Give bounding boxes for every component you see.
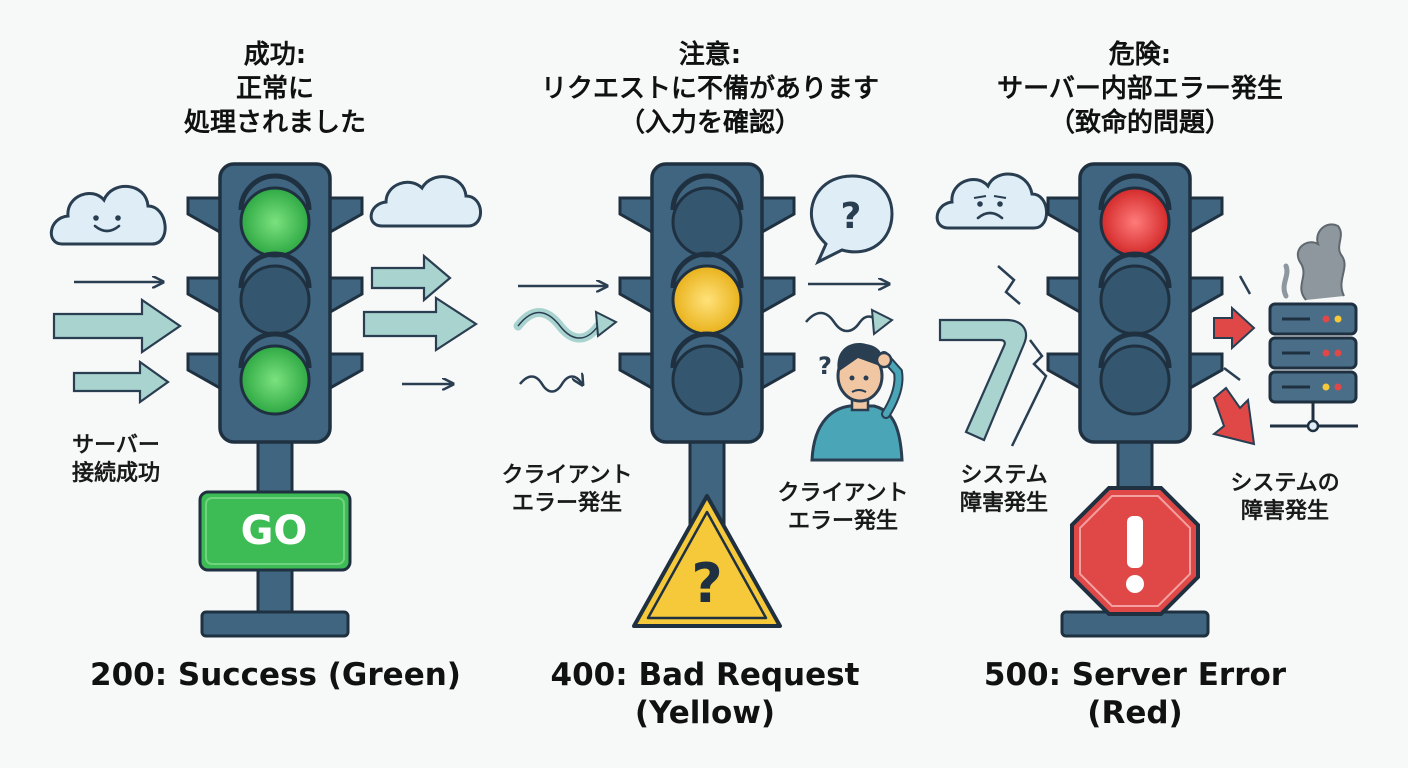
red-lamp [1099,186,1171,258]
server-error-caption: 500: Server Error (Red) [983,657,1287,731]
lamp-middle-off [1099,264,1171,336]
system-failure-label-right: システムの 障害発生 [1230,471,1340,524]
broken-arrow [938,265,1048,447]
cloud-icon [369,175,482,228]
incoming-wavy-arrows [513,286,618,393]
warning-triangle-icon: ? [632,494,782,628]
client-error-label-right: クライアント エラー発生 [777,481,909,534]
lamp-middle-off [239,264,311,336]
svg-text:?: ? [691,552,722,615]
go-sign-text: GO [240,508,308,554]
incoming-arrows [52,282,182,405]
lamp-top-off [671,186,743,258]
error-arrows [1211,275,1256,446]
system-failure-label-left: システム 障害発生 [959,463,1048,516]
go-sign-icon [198,490,352,572]
server-rack-icon [1268,302,1358,433]
outgoing-wavy-arrows [805,284,894,336]
client-error-label-left: クライアント エラー発生 [501,463,633,516]
green-lamp-top [239,186,311,258]
smiling-cloud-icon [50,184,167,246]
danger-heading: 危険: サーバー内部エラー発生 （致命的問題） [997,40,1283,138]
green-lamp-bottom [239,344,311,416]
success-caption: 200: Success (Green) [90,657,461,693]
bad-request-caption: 400: Bad Request (Yellow) [550,657,860,731]
traffic-light-yellow [618,162,796,532]
lamp-bottom-off [671,344,743,416]
traffic-light-green [186,162,364,638]
sad-cloud-icon [935,172,1048,230]
traffic-light-red [1046,162,1224,638]
question-bubble-icon: ? [809,174,894,266]
lamp-bottom-off [1099,344,1171,416]
server-connection-label: サーバー 接続成功 [71,433,160,486]
success-heading: 成功: 正常に 処理されました [183,40,366,138]
confused-person-icon: ? [810,343,904,462]
svg-text:?: ? [818,352,832,380]
stop-sign-icon [1070,486,1200,616]
svg-text:?: ? [841,196,862,237]
warning-heading: 注意: リクエストに不備があります （入力を確認） [540,40,879,138]
smoke-icon [1281,223,1346,301]
yellow-lamp [671,264,743,336]
outgoing-arrows [362,253,479,384]
